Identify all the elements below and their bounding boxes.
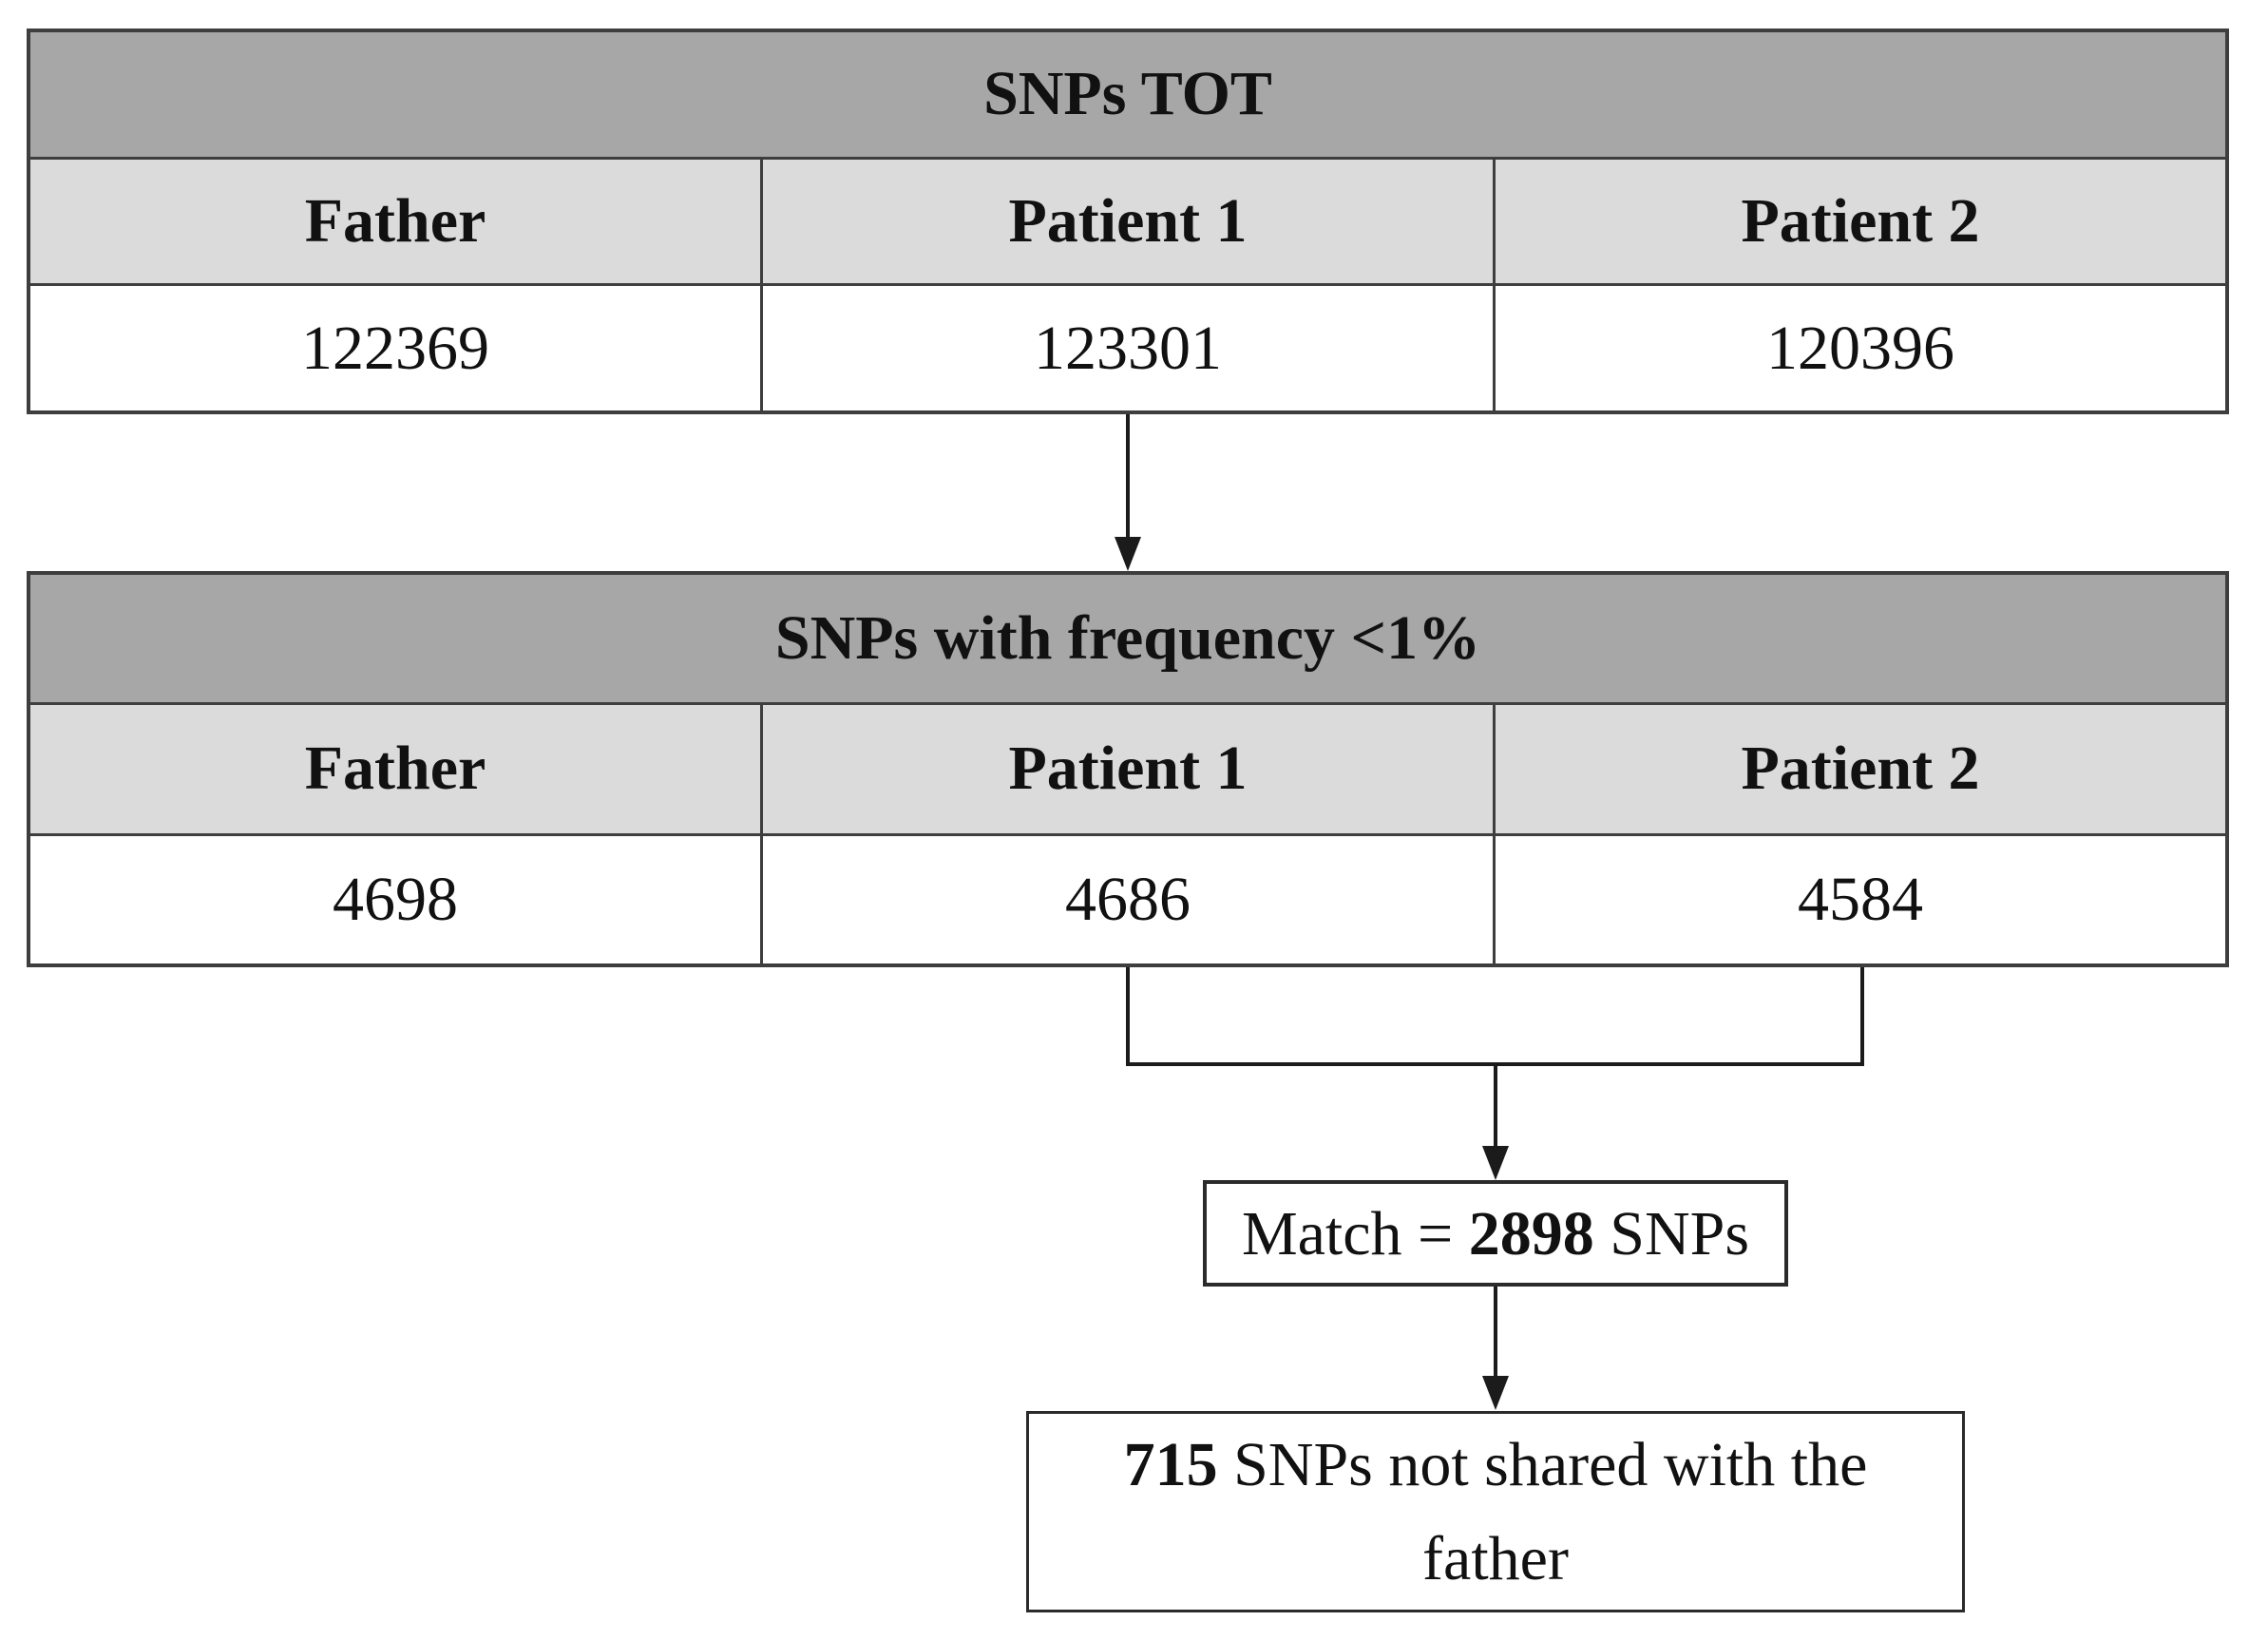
arrowhead-icon: [1482, 1146, 1509, 1180]
snps-tot-header-patient1: Patient 1: [760, 159, 1493, 284]
snps-freq-table: SNPs with frequency <1% Father Patient 1…: [27, 571, 2229, 967]
snps-freq-header-row: Father Patient 1 Patient 2: [30, 705, 2225, 836]
connector-line-bracket-to-match: [1494, 1066, 1497, 1148]
arrowhead-icon: [1482, 1376, 1509, 1410]
snps-tot-table: SNPs TOT Father Patient 1 Patient 2 1223…: [27, 29, 2229, 414]
snps-tot-value-patient2: 120396: [1493, 286, 2225, 411]
connector-line-match-to-result: [1494, 1287, 1497, 1378]
snps-tot-value-father: 122369: [301, 313, 489, 383]
snps-freq-table-title: SNPs with frequency <1%: [30, 575, 2225, 706]
match-box-prefix: Match =: [1241, 1198, 1469, 1268]
match-box-value: 2898: [1468, 1198, 1594, 1268]
snps-freq-value-father: 4698: [333, 864, 458, 934]
snps-freq-value-row: 4698 4686 4584: [30, 835, 2225, 963]
result-box: 715 SNPs not shared with the father: [1026, 1411, 1965, 1612]
snps-tot-header-row: Father Patient 1 Patient 2: [30, 159, 2225, 287]
snps-freq-value-patient1: 4686: [760, 835, 1493, 963]
arrowhead-icon: [1115, 537, 1141, 571]
snps-freq-header-patient1: Patient 1: [760, 705, 1493, 833]
connector-line-tot-to-freq: [1126, 414, 1130, 539]
snps-tot-value-row: 122369 123301 120396: [30, 286, 2225, 411]
match-box: Match = 2898 SNPs: [1203, 1180, 1788, 1287]
snps-tot-header-father: Father: [304, 186, 486, 256]
snps-tot-table-title: SNPs TOT: [30, 32, 2225, 160]
snps-tot-header-patient2: Patient 2: [1493, 159, 2225, 284]
snps-freq-value-patient2: 4584: [1493, 835, 2225, 963]
snps-freq-header-father: Father: [304, 734, 486, 804]
merge-bracket: [1126, 967, 1864, 1066]
snps-tot-value-patient1: 123301: [760, 286, 1493, 411]
match-box-suffix: SNPs: [1593, 1198, 1750, 1268]
snps-freq-header-patient2: Patient 2: [1493, 705, 2225, 833]
result-box-suffix: SNPs not shared with the father: [1217, 1430, 1883, 1593]
result-box-text: 715 SNPs not shared with the father: [1050, 1418, 1941, 1606]
result-box-value: 715: [1123, 1430, 1218, 1499]
